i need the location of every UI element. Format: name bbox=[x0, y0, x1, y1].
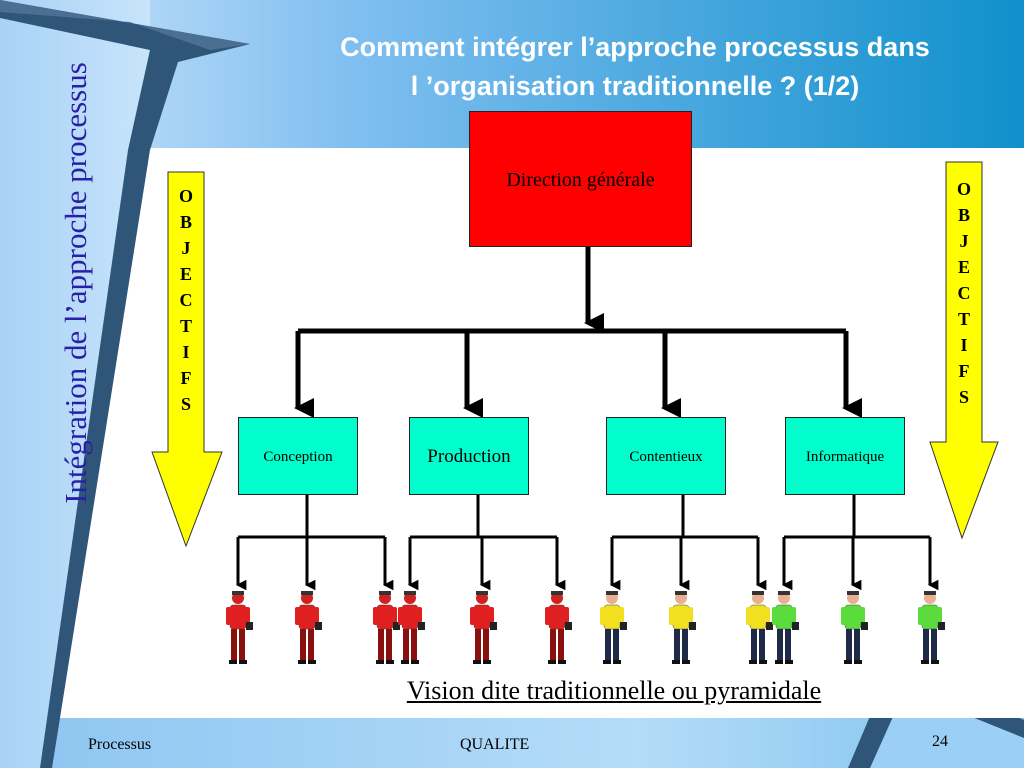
person-figure-icon bbox=[398, 591, 425, 664]
objectifs-letter: F bbox=[958, 361, 970, 381]
objectifs-letter: C bbox=[179, 290, 193, 310]
department-box-informatique: Informatique bbox=[785, 417, 905, 495]
objectifs-letter: O bbox=[178, 186, 193, 206]
objectifs-letter: E bbox=[957, 257, 970, 277]
person-figure-icon bbox=[545, 591, 572, 664]
direction-generale-box: Direction générale bbox=[469, 111, 692, 247]
objectifs-letter: S bbox=[958, 387, 969, 407]
person-figure-icon bbox=[295, 591, 322, 664]
objectifs-letter: S bbox=[180, 394, 191, 414]
objectifs-letter: O bbox=[956, 179, 971, 199]
person-figure-icon bbox=[918, 591, 945, 664]
objectifs-arrow-right bbox=[929, 161, 999, 540]
objectifs-letter: J bbox=[181, 238, 191, 258]
footer-left: Processus bbox=[88, 736, 152, 753]
footer-center: QUALITE bbox=[460, 736, 530, 753]
objectifs-letter: E bbox=[179, 264, 192, 284]
objectifs-letter: I bbox=[960, 335, 968, 355]
footer-band bbox=[52, 718, 1024, 768]
person-figure-icon bbox=[226, 591, 253, 664]
objectifs-letter: C bbox=[957, 283, 971, 303]
objectifs-letter: B bbox=[179, 212, 192, 232]
objectifs-letter: B bbox=[957, 205, 970, 225]
objectifs-letter: T bbox=[179, 316, 192, 336]
department-box-contentieux: Contentieux bbox=[606, 417, 726, 495]
swoosh-highlight bbox=[0, 0, 250, 50]
person-figure-icon bbox=[841, 591, 868, 664]
diagram-caption: Vision dite traditionnelle ou pyramidale bbox=[406, 676, 822, 705]
objectifs-letter: J bbox=[959, 231, 969, 251]
person-figure-icon bbox=[669, 591, 696, 664]
objectifs-letter: F bbox=[180, 368, 192, 388]
person-figure-icon bbox=[600, 591, 627, 664]
sidebar-band bbox=[0, 0, 150, 768]
people-connectors bbox=[235, 495, 939, 591]
person-figure-icon bbox=[470, 591, 497, 664]
person-figure-icon bbox=[772, 591, 799, 664]
person-figure-icon bbox=[373, 591, 400, 664]
objectifs-letter: I bbox=[182, 342, 190, 362]
slide-title-line-1: Comment intégrer l’approche processus da… bbox=[340, 32, 930, 62]
objectifs-arrow-left bbox=[151, 171, 223, 548]
objectifs-letter: T bbox=[957, 309, 970, 329]
slide-title: Comment intégrer l’approche processus da… bbox=[240, 28, 1024, 106]
slide-title-line-2: l ’organisation traditionnelle ? (1/2) bbox=[410, 71, 860, 101]
department-box-conception: Conception bbox=[238, 417, 358, 495]
page-number: 24 bbox=[932, 733, 948, 750]
department-box-production: Production bbox=[409, 417, 529, 495]
person-figure-icon bbox=[746, 591, 773, 664]
people-group bbox=[226, 591, 945, 664]
